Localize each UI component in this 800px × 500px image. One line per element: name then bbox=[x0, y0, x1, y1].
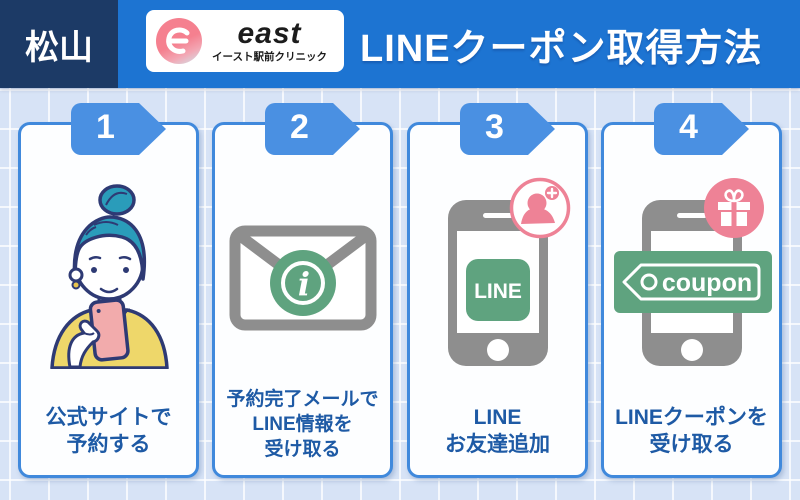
step-label-line: 受け取る bbox=[264, 438, 341, 460]
step-number: 1 bbox=[96, 107, 115, 146]
step-badge-2: 2 bbox=[264, 103, 361, 155]
add-friend-icon bbox=[509, 177, 571, 239]
coupon-tag-banner: coupon bbox=[614, 251, 772, 313]
step-label: 予約完了メールで LINE情報を 受け取る bbox=[215, 387, 390, 462]
svg-text:i: i bbox=[297, 265, 309, 303]
step-badge-ribbon bbox=[70, 103, 166, 155]
step-label-line: 受け取る bbox=[649, 433, 734, 457]
step-badge-ribbon bbox=[264, 103, 360, 155]
step-card-2: 2 i 予約完了メールで LINE情報を 受け取る bbox=[212, 103, 393, 478]
step-label-line: LINE bbox=[473, 405, 522, 429]
page-title: LINEクーポン取得方法 bbox=[360, 27, 763, 70]
smartphone-icon: LINE bbox=[447, 200, 548, 366]
brand-name: east bbox=[237, 17, 302, 51]
phone-line-icon: LINE bbox=[445, 197, 551, 369]
coupon-label: coupon bbox=[662, 269, 752, 297]
person-with-phone-illustration bbox=[49, 184, 169, 369]
step-number: 3 bbox=[485, 107, 504, 146]
east-logo-icon bbox=[156, 18, 202, 64]
step-card-1: 1 bbox=[18, 103, 199, 478]
step-label: 公式サイトで 予約する bbox=[21, 404, 196, 459]
step-card-4: 4 coupon LINEクーポンを 受け取る bbox=[601, 103, 782, 478]
step-badge-ribbon bbox=[459, 103, 555, 155]
brand-subtitle: イースト駅前クリニック bbox=[212, 51, 327, 64]
clinic-logo: east イースト駅前クリニック bbox=[146, 10, 344, 72]
step-badge-4: 4 bbox=[653, 103, 750, 155]
step-badge-1: 1 bbox=[70, 103, 167, 155]
step-card-3: 3 LINE LINE お友達追加 bbox=[407, 103, 588, 478]
line-app-label: LINE bbox=[474, 280, 522, 303]
step-badge-3: 3 bbox=[459, 103, 556, 155]
east-e-mark bbox=[166, 27, 190, 54]
location-label: 松山 bbox=[0, 0, 118, 88]
gift-icon bbox=[704, 178, 764, 238]
step-label: LINEクーポンを 受け取る bbox=[604, 404, 779, 459]
logo-text: east イースト駅前クリニック bbox=[212, 19, 327, 63]
step-number: 4 bbox=[679, 107, 698, 146]
step-number: 2 bbox=[290, 107, 309, 146]
step-label-line: 公式サイトで bbox=[45, 405, 172, 429]
step-label-line: お友達追加 bbox=[445, 433, 550, 457]
step-label-line: LINE情報を bbox=[252, 413, 353, 435]
step-badge-ribbon bbox=[653, 103, 749, 155]
step-label: LINE お友達追加 bbox=[410, 404, 585, 459]
step-label-line: LINEクーポンを bbox=[615, 405, 768, 429]
header-bar: 松山 east イースト駅前クリニック LINEクーポン取得方法 bbox=[0, 0, 800, 88]
step-label-line: 予約完了メールで bbox=[226, 388, 379, 410]
step-label-line: 予約する bbox=[66, 433, 151, 457]
email-info-icon: i bbox=[229, 225, 376, 331]
